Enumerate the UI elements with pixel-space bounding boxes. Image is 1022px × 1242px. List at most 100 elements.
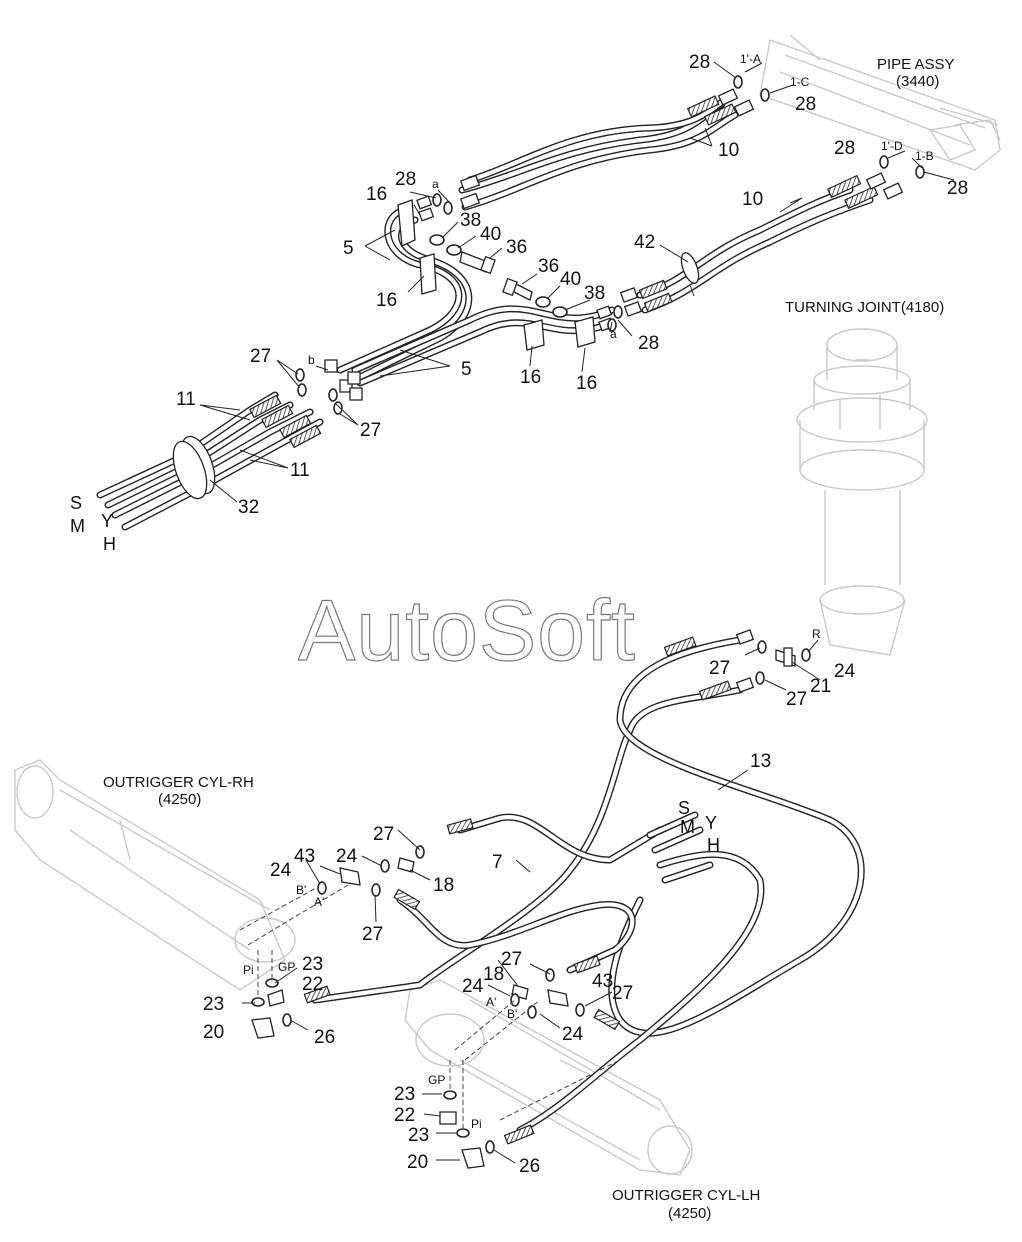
part-24: 24 — [562, 1024, 584, 1045]
port-a-prime-rh: A' — [314, 895, 324, 909]
part-26: 26 — [519, 1156, 540, 1177]
port-b-prime-lh: B' — [507, 1007, 517, 1021]
fittings-lower — [251, 629, 796, 1169]
part-40: 40 — [480, 224, 501, 245]
line-h-top: H — [103, 534, 116, 554]
clamp-32 — [172, 435, 216, 500]
port-r: R — [812, 627, 821, 641]
part-24: 24 — [462, 976, 484, 997]
o-rings-upper — [295, 75, 925, 415]
part-5: 5 — [343, 238, 354, 259]
part-16: 16 — [576, 373, 597, 394]
port-a-right: a — [610, 327, 617, 341]
part-28: 28 — [395, 169, 416, 190]
part-27: 27 — [360, 420, 381, 441]
part-24: 24 — [270, 860, 292, 881]
part-28: 28 — [947, 178, 968, 199]
port-b-prime-rh: B' — [296, 883, 306, 897]
part-11: 11 — [176, 389, 196, 410]
part-16: 16 — [366, 184, 387, 205]
line-s-top: S — [70, 493, 82, 513]
line-m-bottom: M — [680, 817, 695, 837]
part-22: 22 — [302, 974, 323, 995]
port-gp-lh: GP — [428, 1073, 445, 1087]
pipe-assy-code: (3440) — [896, 73, 939, 90]
part-38: 38 — [584, 283, 605, 304]
port-gp-rh: GP — [278, 960, 295, 974]
part-24: 24 — [336, 846, 358, 867]
part-7: 7 — [492, 852, 503, 873]
part-27: 27 — [786, 689, 807, 710]
port-1b: 1-B — [915, 149, 934, 163]
part-10: 10 — [718, 140, 739, 161]
outrigger-rh-ghost — [14, 759, 296, 991]
part-20: 20 — [407, 1152, 428, 1173]
port-1d: 1'-D — [881, 139, 903, 153]
part-18: 18 — [433, 875, 454, 896]
line-y-top: Y — [101, 511, 113, 531]
hose-crimp-sleeves-lower — [303, 636, 732, 1145]
part-28: 28 — [834, 138, 855, 159]
part-28: 28 — [638, 333, 659, 354]
leader-lines — [199, 61, 955, 1164]
port-a-prime-lh: A' — [486, 995, 496, 1009]
port-a-top: a — [432, 177, 439, 191]
part-36: 36 — [538, 256, 559, 277]
part-16: 16 — [376, 290, 397, 311]
part-27: 27 — [250, 346, 271, 367]
brackets-16 — [397, 199, 596, 351]
part-26: 26 — [314, 1027, 335, 1048]
part-22: 22 — [394, 1105, 415, 1126]
part-11: 11 — [290, 460, 310, 481]
part-27: 27 — [709, 658, 730, 679]
dashed-assembly-lines — [239, 884, 621, 1128]
part-10: 10 — [742, 189, 763, 210]
part-21: 21 — [810, 676, 831, 697]
part-20: 20 — [203, 1022, 224, 1043]
part-23: 23 — [408, 1125, 429, 1146]
part-28: 28 — [795, 94, 816, 115]
part-40: 40 — [560, 269, 581, 290]
watermark: AutoSoft — [298, 583, 636, 679]
part-23: 23 — [302, 954, 323, 975]
part-27: 27 — [362, 924, 383, 945]
port-labels: 1'-A 1-C 1'-D 1-B a a b R B' A' Pi GP A'… — [243, 52, 934, 1131]
part-27: 27 — [612, 983, 633, 1004]
part-32: 32 — [238, 497, 259, 518]
outrigger-lh-label: OUTRIGGER CYL-LH — [612, 1187, 760, 1204]
line-m-top: M — [70, 516, 85, 536]
part-24: 24 — [834, 661, 856, 682]
port-pi-rh: Pi — [243, 963, 254, 977]
hose-crimp-sleeves — [249, 95, 879, 449]
part-36: 36 — [506, 237, 527, 258]
outrigger-lh-ghost — [404, 979, 693, 1176]
port-pi-lh: Pi — [471, 1117, 482, 1131]
line-labels: S M Y H S M Y H — [70, 493, 720, 855]
assembly-labels: PIPE ASSY (3440) TURNING JOINT(4180) OUT… — [103, 56, 955, 1222]
part-43: 43 — [592, 971, 613, 992]
bolts-and-washers — [429, 234, 568, 318]
part-27: 27 — [373, 824, 394, 845]
connector-blocks — [324, 359, 363, 401]
pipe-assy-ghost — [759, 34, 1001, 171]
pipe-assy-label: PIPE ASSY — [877, 56, 955, 73]
part-23: 23 — [394, 1084, 415, 1105]
part-18: 18 — [483, 964, 504, 985]
line-y-bottom: Y — [705, 813, 717, 833]
part-5: 5 — [461, 359, 472, 380]
o-rings-lower — [251, 640, 811, 1154]
turning-joint-label: TURNING JOINT(4180) — [785, 299, 944, 316]
part-number-labels: 28 28 10 28 28 10 28 16 5 38 40 36 42 36… — [176, 52, 968, 1177]
part-23: 23 — [203, 994, 224, 1015]
port-b: b — [308, 353, 315, 367]
line-h-bottom: H — [707, 835, 720, 855]
pipe-bundle-lower — [311, 636, 865, 1134]
part-42: 42 — [634, 232, 655, 253]
outrigger-lh-code: (4250) — [668, 1205, 711, 1222]
part-16: 16 — [520, 367, 541, 388]
part-27: 27 — [501, 949, 522, 970]
part-38: 38 — [460, 210, 481, 231]
port-1a: 1'-A — [740, 52, 761, 66]
turning-joint-ghost — [796, 328, 928, 656]
